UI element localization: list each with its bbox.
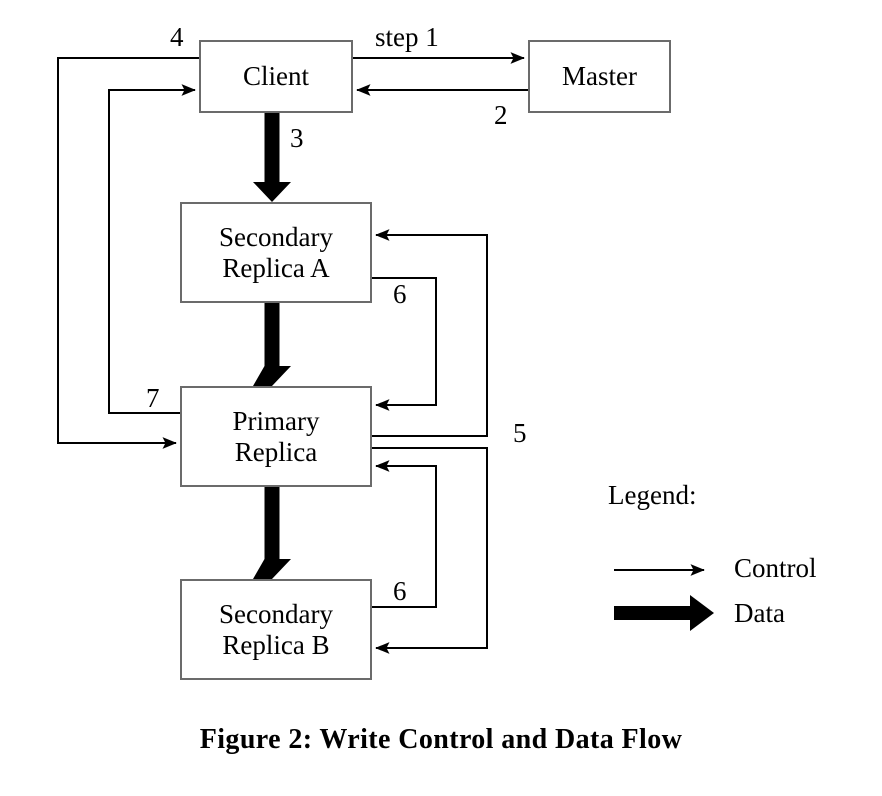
node-master-label: Master	[562, 61, 637, 92]
node-primary-label-line1: Primary	[232, 406, 320, 437]
edge-label-6-upper: 6	[393, 279, 407, 309]
edge-data-primary-secb	[253, 487, 291, 579]
legend-data-arrow-icon	[614, 595, 714, 631]
node-client[interactable]: Client	[199, 40, 353, 113]
edge-label-6-lower: 6	[393, 576, 407, 606]
edge-label-4: 4	[170, 22, 184, 52]
node-secondary-a-label-line2: Replica A	[222, 252, 330, 283]
figure-caption: Figure 2: Write Control and Data Flow	[199, 724, 683, 755]
edge-label-step1: step 1	[375, 22, 439, 52]
edge-5-lower-line	[372, 447, 488, 654]
edge-4-line	[57, 57, 199, 449]
legend-control-label: Control	[734, 553, 817, 583]
edge-label-7: 7	[146, 383, 160, 413]
data-edges	[253, 113, 291, 579]
edge-3-data-arrow	[253, 113, 291, 202]
node-secondary-replica-b[interactable]: Secondary Replica B	[180, 579, 372, 680]
node-secondary-b-label-line1: Secondary	[219, 599, 333, 630]
control-edges	[57, 52, 528, 654]
node-primary-replica[interactable]: Primary Replica	[180, 386, 372, 487]
edge-label-5: 5	[513, 418, 527, 448]
edge-6-lower-line	[372, 460, 437, 608]
edge-5-upper-line	[372, 229, 488, 437]
node-secondary-b-label-line2: Replica B	[222, 629, 330, 660]
edge-label-3: 3	[290, 123, 304, 153]
node-client-label: Client	[243, 61, 309, 92]
node-master[interactable]: Master	[528, 40, 671, 113]
node-secondary-a-label-line1: Secondary	[219, 222, 333, 253]
legend-glyphs	[614, 564, 714, 631]
edge-7-line	[108, 84, 196, 414]
node-primary-label-line2: Replica	[234, 436, 318, 467]
edge-data-seca-primary	[253, 303, 291, 386]
edge-6-upper-line	[372, 277, 437, 411]
edge-label-2: 2	[494, 100, 508, 130]
legend-title: Legend:	[608, 480, 697, 510]
node-secondary-replica-a[interactable]: Secondary Replica A	[180, 202, 372, 303]
legend-data-label: Data	[734, 598, 785, 628]
